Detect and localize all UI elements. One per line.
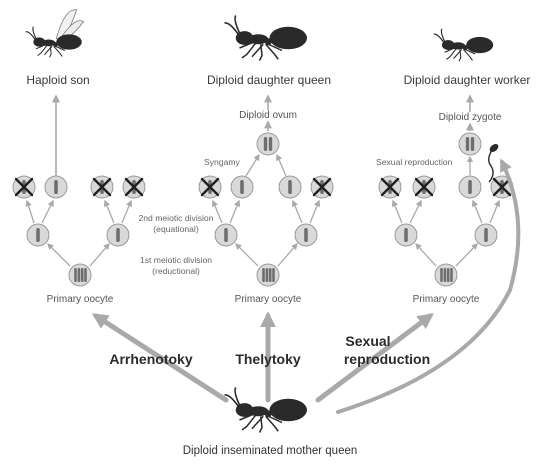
- syngamy-label: Syngamy: [204, 157, 241, 167]
- secondary-cell: [215, 224, 237, 246]
- arrows-1st-division: [48, 244, 477, 266]
- sperm-icon: [488, 142, 500, 182]
- diploid-ovum-cell: [257, 133, 279, 155]
- queen-ant-icon: [225, 16, 308, 61]
- primary-oocyte-cell: [257, 264, 279, 286]
- arrows-2nd-division: [27, 201, 499, 223]
- primary-oocyte-cell: [69, 264, 91, 286]
- polar-body-crossed: [91, 176, 113, 198]
- caste-label-son: Haploid son: [26, 73, 89, 87]
- secondary-cell: [475, 224, 497, 246]
- arrhenotoky-label: Arrhenotoky: [109, 351, 192, 367]
- polar-body-crossed: [379, 176, 401, 198]
- polar-body-crossed: [123, 176, 145, 198]
- polar-body-crossed: [311, 176, 333, 198]
- winged-male-ant-icon: [26, 10, 84, 58]
- primary-oocyte-label-center: Primary oocyte: [235, 294, 302, 305]
- sexual-reproduction-label-line2: reproduction: [344, 351, 430, 367]
- haploid-cell: [231, 176, 253, 198]
- thelytoky-label: Thelytoky: [235, 351, 301, 367]
- meiosis2-sublabel: (equational): [153, 224, 199, 234]
- diploid-ovum-label: Diploid ovum: [239, 110, 297, 121]
- meiotic-products-row: [13, 176, 513, 198]
- polar-body-crossed: [199, 176, 221, 198]
- mode-arrows: [96, 162, 518, 412]
- primary-oocyte-label-right: Primary oocyte: [413, 294, 480, 305]
- haploid-cell: [45, 176, 67, 198]
- primary-oocyte-cell: [435, 264, 457, 286]
- meiosis1-label: 1st meiotic division: [140, 255, 212, 265]
- haploid-cell: [279, 176, 301, 198]
- worker-ant-icon: [434, 29, 493, 61]
- mother-queen-label: Diploid inseminated mother queen: [183, 445, 358, 457]
- haploid-cell: [459, 176, 481, 198]
- diploid-zygote-label: Diploid zygote: [439, 112, 502, 123]
- diploid-zygote-cell: [459, 133, 481, 155]
- caste-label-queen: Diploid daughter queen: [207, 73, 331, 87]
- meiosis2-label: 2nd meiotic division: [139, 213, 214, 223]
- meiosis1-sublabel: (reductional): [152, 266, 200, 276]
- secondary-cell: [27, 224, 49, 246]
- caste-label-worker: Diploid daughter worker: [404, 73, 531, 87]
- secondary-cell: [295, 224, 317, 246]
- secondary-cell: [395, 224, 417, 246]
- sexual-reproduction-small-label: Sexual reproduction: [376, 157, 453, 167]
- polar-body-crossed: [13, 176, 35, 198]
- sexual-reproduction-label-line1: Sexual: [345, 333, 390, 349]
- polar-body-crossed: [413, 176, 435, 198]
- secondary-cell: [107, 224, 129, 246]
- primary-oocyte-label-left: Primary oocyte: [47, 294, 114, 305]
